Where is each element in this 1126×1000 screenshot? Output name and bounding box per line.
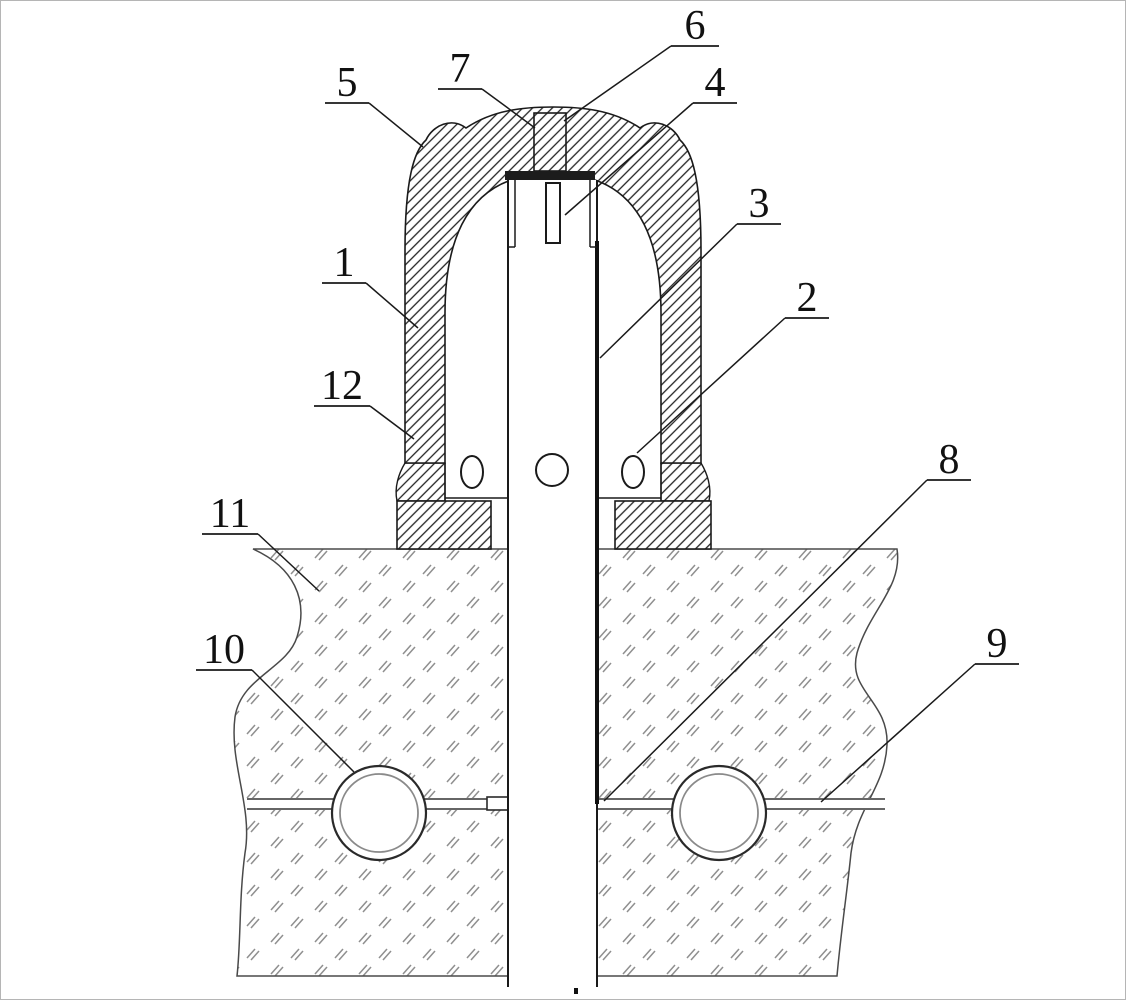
- right-bolt-hole: [621, 455, 645, 489]
- label-4: 4: [705, 60, 726, 106]
- leader-lines: [251, 45, 976, 803]
- left-flare-wing: [395, 462, 446, 502]
- leader-3: [599, 223, 738, 359]
- label-2: 2: [797, 275, 818, 321]
- label-7: 7: [450, 46, 471, 92]
- base-flange-right: [614, 500, 712, 550]
- leader-9: [820, 663, 976, 803]
- leader-4: [564, 102, 694, 216]
- label-11: 11: [210, 491, 250, 537]
- label-8: 8: [939, 437, 960, 483]
- label-9: 9: [987, 621, 1008, 667]
- center-tube: [507, 180, 599, 987]
- reference-labels: 6 7 4 5 3 1 2 12 11 8 10 9: [196, 3, 1019, 673]
- label-10: 10: [203, 627, 245, 673]
- leader-6: [563, 45, 672, 122]
- leader-5: [368, 102, 424, 148]
- label-5: 5: [337, 60, 358, 106]
- leader-2: [636, 317, 786, 454]
- right-flare-wing: [660, 462, 711, 502]
- label-3: 3: [749, 181, 770, 227]
- leader-1: [365, 282, 419, 329]
- label-1: 1: [334, 240, 355, 286]
- leader-12: [369, 405, 415, 440]
- base-flange-left: [396, 500, 492, 550]
- leader-11: [257, 533, 320, 592]
- label-12: 12: [321, 363, 363, 409]
- tube-connector: [486, 796, 509, 811]
- left-bolt-hole: [460, 455, 484, 489]
- cap-plate: [505, 171, 595, 180]
- leader-7: [481, 88, 536, 129]
- leader-10: [251, 669, 355, 773]
- right-pipe: [670, 764, 768, 862]
- inner-stem: [545, 182, 561, 244]
- leader-8: [603, 479, 928, 802]
- flow-bore: [535, 453, 569, 487]
- center-mark: [574, 988, 578, 994]
- top-stem: [533, 112, 567, 172]
- label-6: 6: [685, 3, 706, 49]
- left-pipe: [330, 764, 428, 862]
